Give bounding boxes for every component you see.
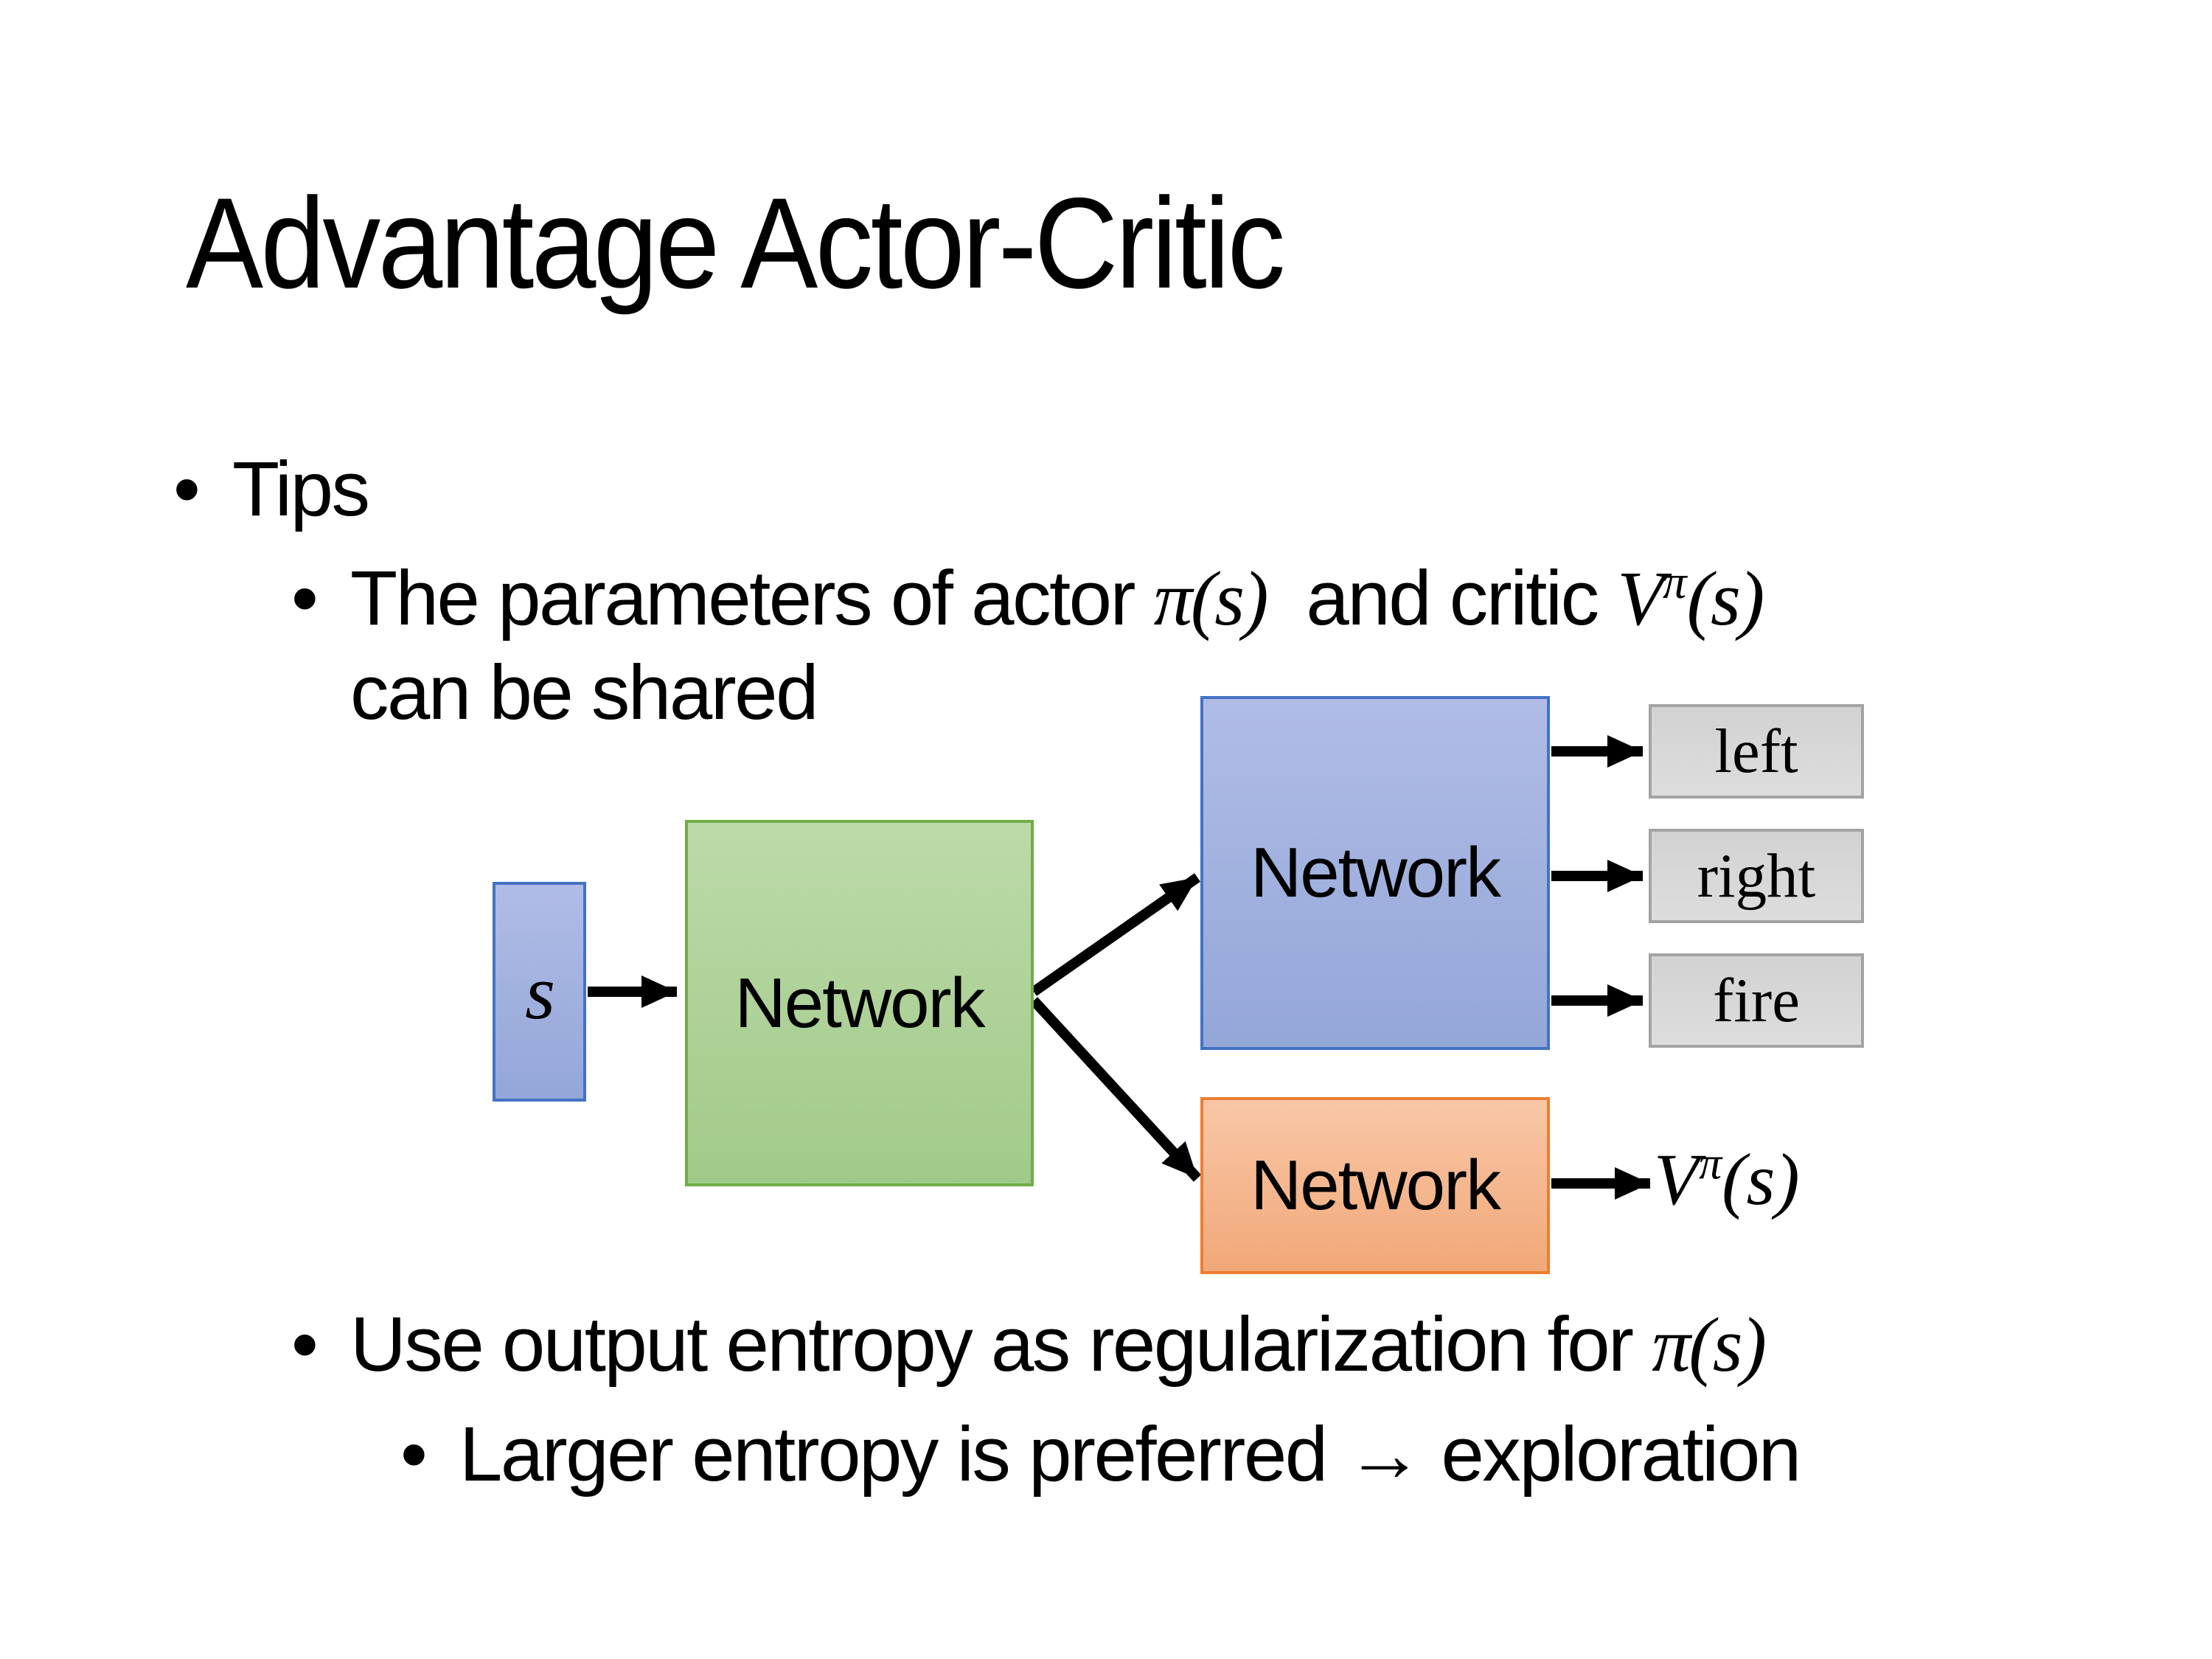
action-label-right: right [1697,841,1816,911]
action-label-left: left [1714,717,1798,786]
action-box-right: right [1649,829,1864,923]
critic-network-label: Network [1250,1146,1501,1225]
bullet-icon: • [173,446,201,532]
state-input-box: s [493,882,586,1102]
bullet-text: Use output entropy as regularization for… [350,1306,1767,1383]
arrow-shared-to-actor [1030,873,1201,996]
action-box-fire: fire [1649,953,1864,1048]
math-text: (s) [1686,555,1765,641]
bullet-line-parameters: • The parameters of actor π(s) and criti… [291,555,1764,641]
critic-network-box: Network [1200,1097,1550,1274]
plain-text: The parameters of actor [350,555,1154,641]
bullet-line-exploration: • Larger entropy is preferred → explorat… [400,1411,1801,1498]
page-title: Advantage Actor-Critic [186,172,1285,316]
shared-network-box: Network [685,820,1034,1186]
bullet-text: can be shared [350,654,818,731]
bullet-icon: • [291,1301,319,1388]
math-text: V [1617,555,1664,641]
plain-text: can be shared [350,650,818,736]
math-text: (s) [1722,1138,1800,1220]
plain-text: and critic [1267,555,1618,641]
bullet-text: Larger entropy is preferred → exploratio… [459,1416,1801,1493]
math-text: π(s) [1153,555,1269,641]
math-superscript: π [1662,556,1687,609]
bullet-text: The parameters of actor π(s) and critic … [350,556,1764,637]
bullet-line-entropy: • Use output entropy as regularization f… [291,1301,1767,1388]
plain-text: Tips [232,446,370,532]
arrow-shared-to-critic [1029,997,1202,1182]
bullet-icon: • [400,1411,428,1498]
action-label-fire: fire [1713,966,1800,1035]
bullet-line-tips: • Tips [173,446,370,532]
plain-text: Larger entropy is preferred → exploratio… [459,1411,1801,1498]
shared-network-label: Network [734,963,985,1043]
math-text: V [1654,1138,1700,1220]
math-superscript: π [1699,1138,1722,1189]
critic-value-output: Vπ(s) [1654,1137,1800,1222]
bullet-line-parameters-wrap: can be shared [350,654,818,731]
bullet-icon: • [291,555,319,641]
math-text: π(s) [1652,1301,1767,1388]
action-box-left: left [1649,704,1864,799]
bullet-text: Tips [232,451,370,528]
plain-text: Use output entropy as regularization for [350,1301,1652,1388]
actor-network-box: Network [1200,696,1550,1050]
state-label: s [525,948,555,1035]
actor-network-label: Network [1250,833,1501,912]
